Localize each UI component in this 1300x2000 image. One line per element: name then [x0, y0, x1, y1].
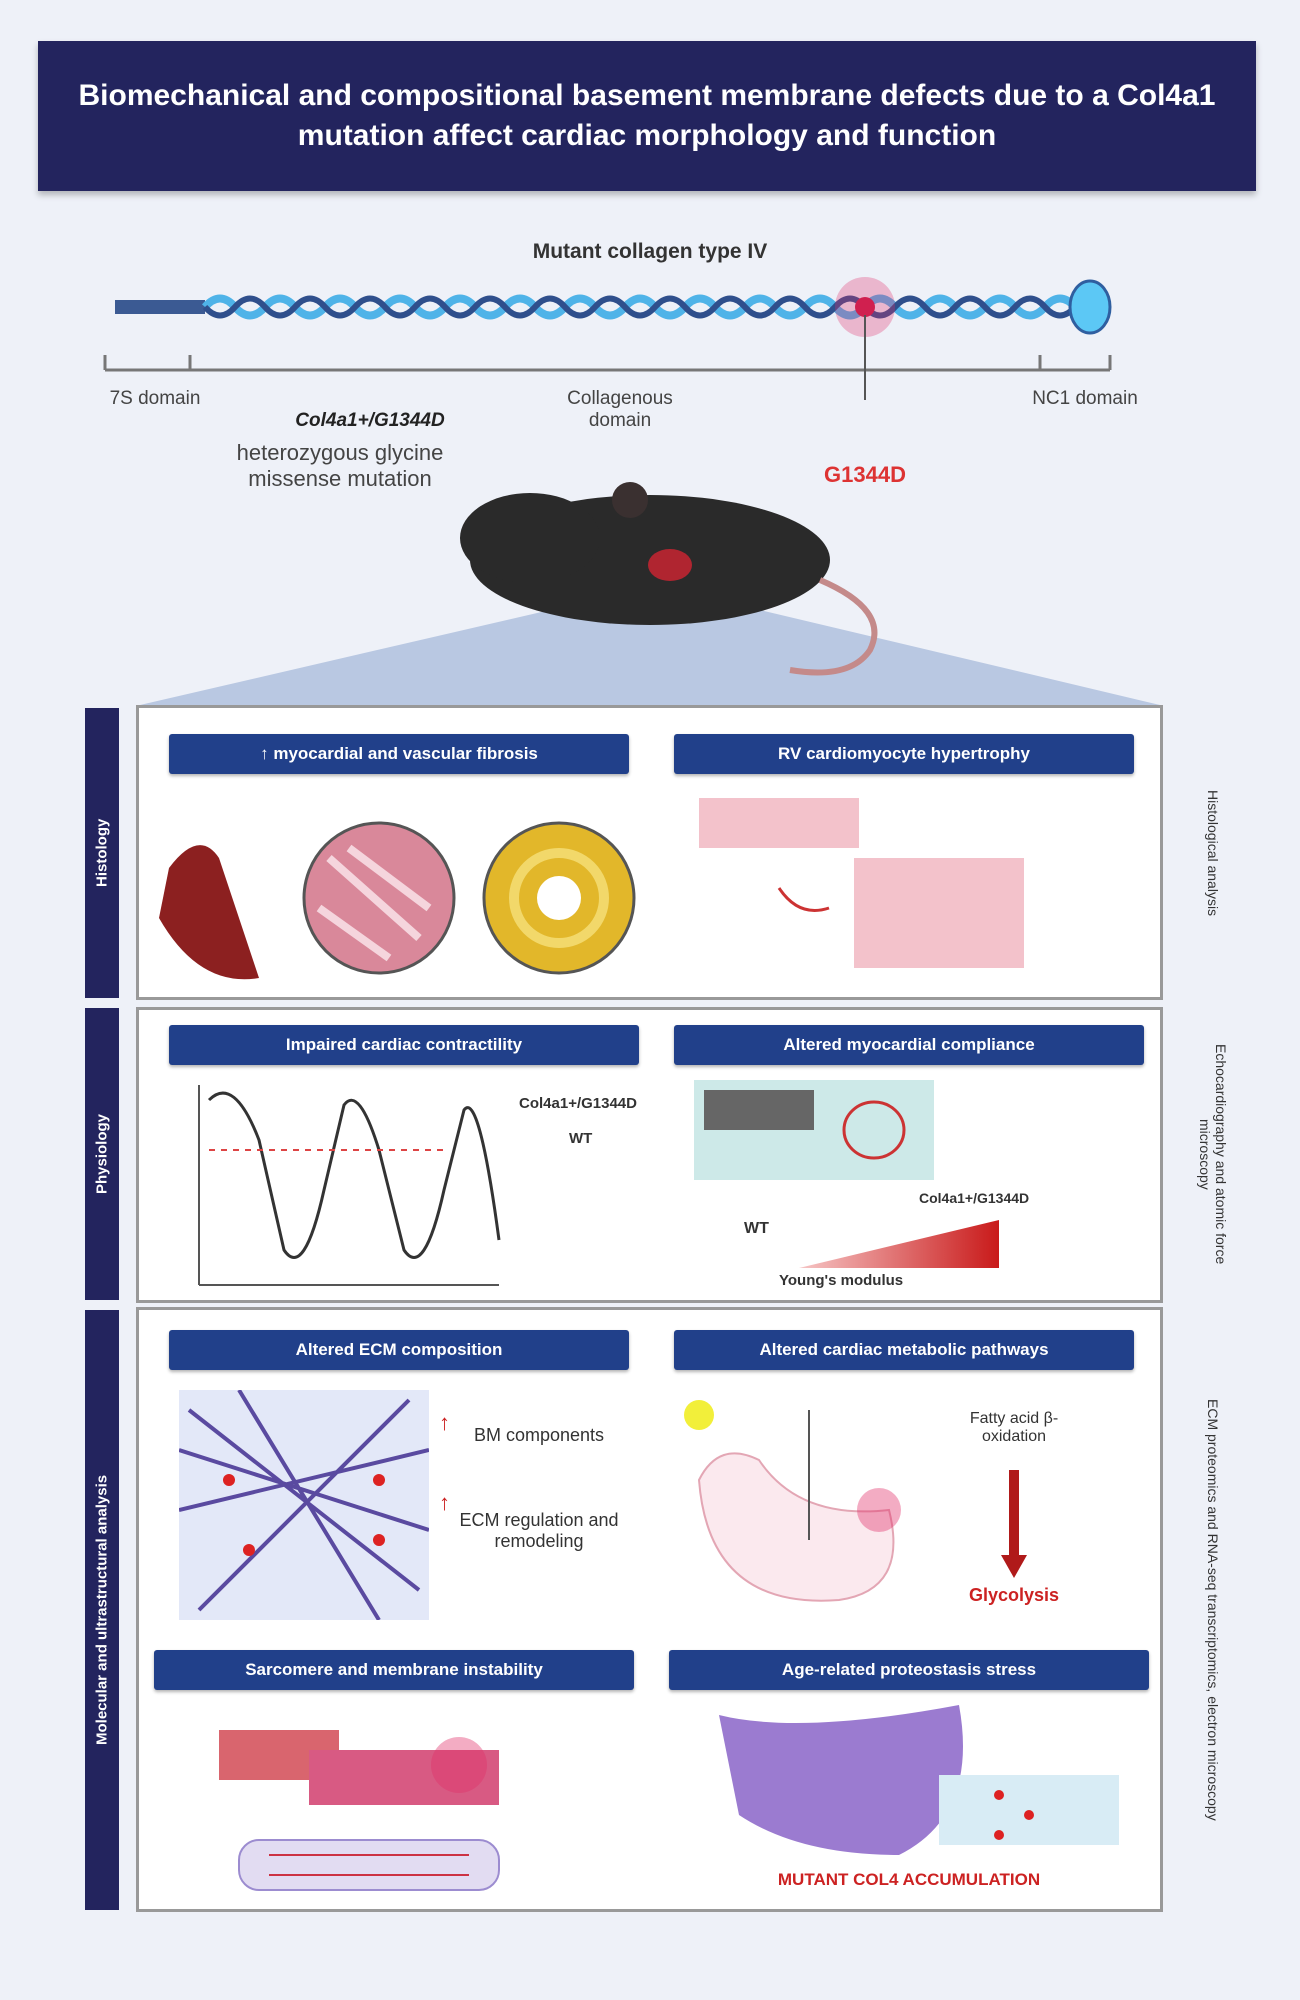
right-label-histology: Histological analysis [1205, 789, 1221, 917]
wt-trace [207, 1091, 501, 1259]
panel-molecular: Altered ECM composition Altered cardiac … [136, 1307, 1163, 1912]
fatty-acid-oxidation: Fatty acid β-oxidation [969, 1410, 1059, 1445]
collagenous-domain-label: Collagenous domain [567, 388, 673, 431]
header-sarcomere: Sarcomere and membrane instability [154, 1650, 634, 1690]
header-proteostasis: Age-related proteostasis stress [669, 1650, 1149, 1690]
mitochondrion-illustration [684, 1400, 901, 1602]
allele-label: Col4a1+/G1344D [295, 410, 445, 431]
protein-label: Mutant collagen type IV [532, 240, 768, 263]
mutation-description: heterozygous glycine missense mutation [236, 440, 444, 491]
header-metabolic: Altered cardiac metabolic pathways [674, 1330, 1134, 1370]
youngs-modulus-label: Young's modulus [779, 1272, 904, 1289]
label-wt: WT [744, 1220, 769, 1237]
header-compliance: Altered myocardial compliance [674, 1025, 1144, 1065]
afm-cantilever [704, 1090, 814, 1130]
header-fibrosis: ↑ myocardial and vascular fibrosis [169, 734, 629, 774]
ecm-network [179, 1390, 429, 1620]
zoom-triangle [140, 610, 1160, 705]
title-banner: Biomechanical and compositional basement… [38, 41, 1256, 191]
up-arrow-icon: ↑ [439, 1490, 450, 1515]
up-arrow-icon: ↑ [439, 1410, 450, 1435]
glycolysis: Glycolysis [968, 1585, 1060, 1605]
label-mutant: Col4a1+/G1344D [919, 1190, 1030, 1206]
wt-cardiomyocyte [699, 798, 859, 848]
nc1-domain-label: NC1 domain [1032, 388, 1138, 409]
sidebar-physiology: Physiology [85, 1008, 119, 1300]
7s-domain-label: 7S domain [109, 388, 201, 409]
legend-wt: WT [569, 1130, 593, 1147]
sidebar-molecular: Molecular and ultrastructural analysis [85, 1310, 119, 1910]
collagen-schematic [103, 277, 1112, 400]
heart-icon [648, 549, 692, 581]
header-hypertrophy: RV cardiomyocyte hypertrophy [674, 734, 1134, 774]
nc1-domain [1068, 279, 1112, 335]
sarcomere-illustration [219, 1730, 500, 1891]
mutant-col4-accumulation: MUTANT COL4 ACCUMULATION [777, 1870, 1041, 1889]
mouse-illustration [140, 482, 1160, 705]
mutation-label: G1344D [824, 462, 906, 487]
contractility-trace [198, 1085, 501, 1286]
7s-domain-bar [115, 300, 205, 314]
youngs-modulus-wedge [799, 1220, 999, 1268]
arrow-icon [777, 887, 830, 912]
header-contractility: Impaired cardiac contractility [169, 1025, 639, 1065]
triple-helix [202, 294, 1078, 320]
hypertrophic-cardiomyocyte [854, 858, 1024, 968]
header-ecm-composition: Altered ECM composition [169, 1330, 629, 1370]
bm-components: BM components [473, 1425, 605, 1445]
sidebar-histology: Histology [85, 708, 119, 998]
right-label-physiology: Echocardiography and atomic force micros… [1197, 1043, 1229, 1265]
panel-histology: ↑ myocardial and vascular fibrosis RV ca… [136, 705, 1163, 1000]
proteostasis-illustration [719, 1705, 1119, 1855]
legend-mutant: Col4a1+/G1344D [519, 1095, 637, 1112]
down-arrow-icon [1001, 1470, 1027, 1578]
heart-section [159, 845, 259, 980]
afm-illustration [694, 1080, 934, 1180]
panel-physiology: Impaired cardiac contractility Altered m… [136, 1007, 1163, 1303]
ecm-regulation: ECM regulation and remodeling [459, 1510, 619, 1551]
right-label-molecular: ECM proteomics and RNA-seq transcriptomi… [1205, 1399, 1221, 1821]
